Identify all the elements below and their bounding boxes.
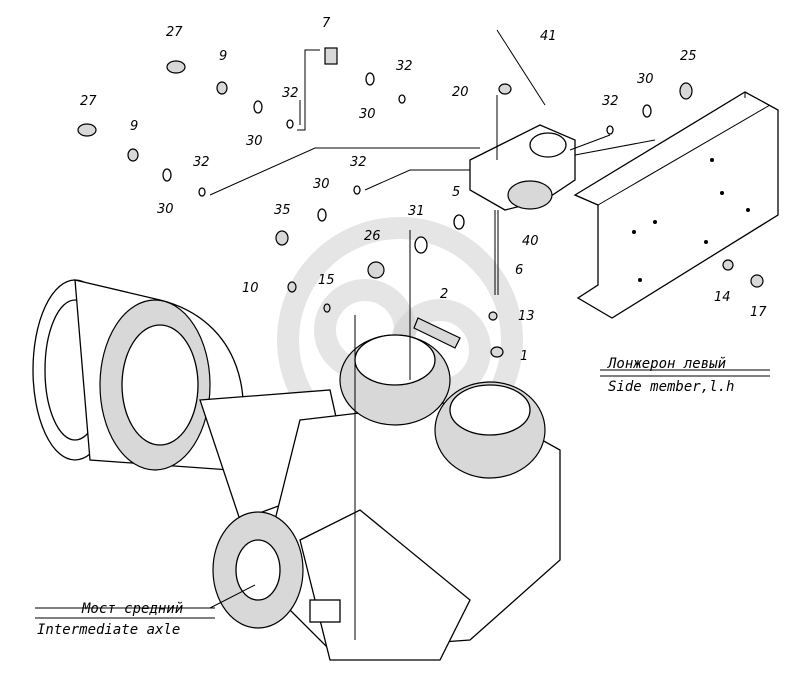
caption-axle-en: Intermediate axle bbox=[37, 622, 180, 638]
callout-32-a: 32 bbox=[282, 86, 299, 101]
callout-17: 17 bbox=[750, 305, 767, 320]
intermediate-axle-illustration bbox=[32, 279, 561, 661]
caption-side-member-en: Side member,l.h bbox=[608, 379, 734, 395]
callout-2: 2 bbox=[440, 287, 448, 302]
callout-15: 15 bbox=[318, 273, 335, 288]
callout-6: 6 bbox=[515, 263, 523, 278]
callout-35: 35 bbox=[274, 203, 291, 218]
callout-9-b: 9 bbox=[130, 119, 138, 134]
small-parts bbox=[77, 47, 764, 358]
callout-5: 5 bbox=[452, 185, 460, 200]
callout-30-b: 30 bbox=[359, 107, 376, 122]
callout-25: 25 bbox=[680, 49, 697, 64]
callout-30-a: 30 bbox=[246, 134, 263, 149]
side-member-illustration bbox=[573, 91, 779, 319]
callout-7: 7 bbox=[322, 16, 331, 31]
rod-41 bbox=[496, 29, 546, 106]
callout-26: 26 bbox=[364, 229, 381, 244]
callout-1: 1 bbox=[520, 349, 528, 364]
callout-32-b: 32 bbox=[396, 59, 413, 74]
callout-30-e: 30 bbox=[313, 177, 330, 192]
callout-30-d: 30 bbox=[157, 202, 174, 217]
assembly-lines bbox=[35, 49, 770, 640]
callout-14: 14 bbox=[714, 290, 731, 305]
callout-32-c: 32 bbox=[602, 94, 619, 109]
callout-27-b: 27 bbox=[80, 94, 97, 109]
callout-13: 13 bbox=[518, 309, 535, 324]
valve-assembly-illustration bbox=[469, 124, 576, 211]
callout-27-a: 27 bbox=[166, 25, 183, 40]
callout-labels: 27 9 7 27 9 30 32 30 32 20 41 25 30 32 3… bbox=[80, 16, 767, 364]
callout-41: 41 bbox=[540, 29, 557, 44]
callout-40: 40 bbox=[522, 234, 539, 249]
callout-32-d: 32 bbox=[193, 155, 210, 170]
callout-10: 10 bbox=[242, 281, 259, 296]
captions: Лонжерон левый Side member,l.h Мост сред… bbox=[37, 356, 734, 638]
callout-31: 31 bbox=[408, 204, 425, 219]
callout-20: 20 bbox=[452, 85, 469, 100]
callout-9-a: 9 bbox=[219, 49, 227, 64]
caption-axle-ru: Мост средний bbox=[81, 601, 183, 617]
callout-30-c: 30 bbox=[637, 72, 654, 87]
caption-side-member-ru: Лонжерон левый bbox=[607, 356, 726, 372]
callout-32-e: 32 bbox=[350, 155, 367, 170]
